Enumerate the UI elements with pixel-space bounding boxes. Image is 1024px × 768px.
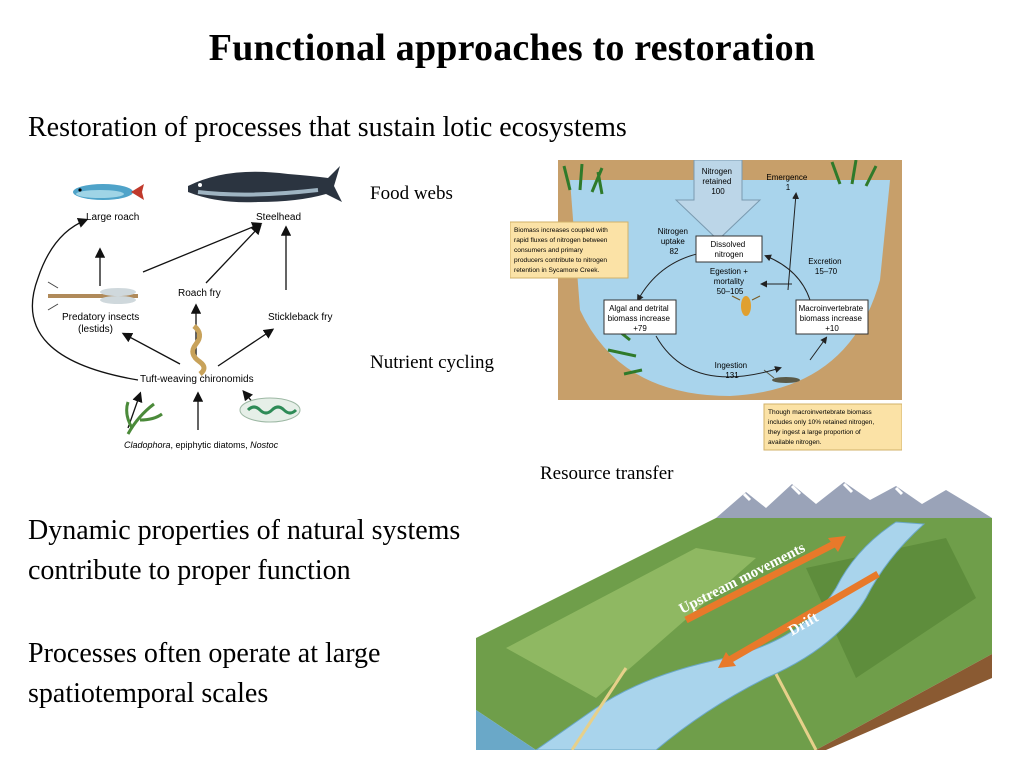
algal-biomass-box xyxy=(603,299,677,335)
invertebrate-icon xyxy=(731,295,800,383)
resource-transfer-label: Resource transfer xyxy=(540,463,674,484)
macro-label-2: biomass increase xyxy=(800,314,863,323)
svg-text:Cladophora, epiphytic diatoms,: Cladophora, epiphytic diatoms, Nostoc xyxy=(124,440,279,450)
steelhead-fish-icon xyxy=(188,166,342,203)
roach-fry-label: Roach fry xyxy=(178,288,221,299)
macro-label-1: Macroinvertebrate xyxy=(799,304,864,313)
note-right-1: Though macroinvertebrate biomass xyxy=(768,409,872,416)
emergence-label-2: 1 xyxy=(786,183,791,192)
svg-text:Though macroinvertebrate bioma: Though macroinvertebrate biomass include… xyxy=(768,409,876,446)
algal-label-2: biomass increase xyxy=(608,314,671,323)
chironomids-label: Tuft-weaving chironomids xyxy=(140,374,254,385)
nutrient-cycling-label: Nutrient cycling xyxy=(370,352,494,373)
upstream-movements-arrow-icon xyxy=(684,536,846,624)
svg-text:Excretion 15–70: Excretion 15–70 xyxy=(808,257,844,276)
algal-label-1: Algal and detrital xyxy=(609,304,669,313)
dissolved-label-2: nitrogen xyxy=(715,250,744,259)
macro-label-3: +10 xyxy=(825,324,839,333)
uptake-label-1: Nitrogen xyxy=(658,227,688,236)
pointer-line-right xyxy=(774,673,818,750)
note-box-right xyxy=(763,403,902,451)
egestion-label-2: mortality xyxy=(714,277,744,286)
note-right-2: includes only 10% retained nitrogen, xyxy=(768,419,874,426)
svg-text:Nitrogen uptake 82: Nitrogen uptake 82 xyxy=(658,227,690,256)
note-left-5: retention in Sycamore Creek. xyxy=(514,267,600,274)
algal-label-3: +79 xyxy=(633,324,647,333)
uptake-label-2: uptake xyxy=(661,237,686,246)
stickleback-fry-label: Stickleback fry xyxy=(268,312,332,323)
chironomid-larva-icon xyxy=(190,324,207,376)
water-basin xyxy=(570,180,890,396)
bullet-restoration-processes: Restoration of processes that sustain lo… xyxy=(28,112,627,143)
predatory-insects-label: Predatory insects xyxy=(62,312,139,323)
bullet-processes-scale-line1: Processes often operate at large xyxy=(28,638,381,669)
nitrogen-cycling-diagram: Nitrogen retained 100 Emergence 1 Nitrog… xyxy=(510,160,902,451)
producers-label-diatoms: , epiphytic diatoms, xyxy=(171,440,251,450)
egestion-label-3: 50–105 xyxy=(717,287,744,296)
drift-arrow-icon xyxy=(718,570,880,668)
large-roach-fish-icon xyxy=(73,184,144,200)
svg-text:Nitrogen retained 100: Nitrogen retained 100 xyxy=(702,167,734,196)
note-left-2: rapid fluxes of nitrogen between xyxy=(514,237,608,244)
pointer-line-left xyxy=(570,667,628,750)
food-web-diagram: Large roach Steelhead Predatory insects … xyxy=(31,166,342,450)
note-left-1: Biomass increases coupled with xyxy=(514,227,608,234)
svg-text:Algal and detrital biomass: Algal and detrital biomass increase +79 xyxy=(608,304,672,333)
svg-text:Egestion + mortality 5: Egestion + mortality 50–105 xyxy=(710,267,750,296)
egestion-label-1: Egestion + xyxy=(710,267,748,276)
svg-text:Ingestion 131: Ingestion 131 xyxy=(715,361,750,380)
note-left-3: consumers and primary xyxy=(514,247,584,254)
svg-text:Biomass increases coupled with: Biomass increases coupled with rapid flu… xyxy=(514,227,610,274)
soil-profile xyxy=(816,654,992,750)
ingestion-label-2: 131 xyxy=(725,371,739,380)
note-right-3: they ingest a large proportion of xyxy=(768,429,861,436)
dissolved-label-1: Dissolved xyxy=(711,240,746,249)
note-left-4: producers contribute to nitrogen xyxy=(514,257,607,264)
retained-label-3: 100 xyxy=(711,187,725,196)
steelhead-label: Steelhead xyxy=(256,212,301,223)
svg-text:Dissolved nitrogen: Dissolved nitrogen xyxy=(711,240,748,259)
note-right-4: available nitrogen. xyxy=(768,439,822,446)
dissolved-nitrogen-box xyxy=(695,235,763,263)
nostoc-colony-icon xyxy=(239,397,301,423)
excretion-label-1: Excretion xyxy=(808,257,841,266)
macroinvertebrate-biomass-box xyxy=(795,299,869,335)
river-landscape-illustration: Upstream movements Drift xyxy=(476,482,992,750)
retained-label-2: retained xyxy=(702,177,731,186)
food-webs-label: Food webs xyxy=(370,183,453,204)
svg-text:Emergence 1: Emergence 1 xyxy=(766,173,809,192)
retained-label-1: Nitrogen xyxy=(702,167,732,176)
cladophora-algae-icon xyxy=(125,401,163,435)
predatory-insect-icon xyxy=(47,281,138,311)
svg-text:Macroinvertebrate biomass: Macroinvertebrate biomass increase +10 xyxy=(799,304,866,333)
bullet-dynamic-properties-line1: Dynamic properties of natural systems xyxy=(28,515,461,546)
producers-label-cladophora: Cladophora xyxy=(124,440,171,450)
nitrogen-retained-arrow xyxy=(674,160,762,241)
ingestion-label-1: Ingestion xyxy=(715,361,747,370)
bullet-dynamic-properties-line2: contribute to proper function xyxy=(28,555,351,586)
excretion-label-2: 15–70 xyxy=(815,267,838,276)
large-roach-label: Large roach xyxy=(86,212,139,223)
slide-title: Functional approaches to restoration xyxy=(208,27,816,69)
emergence-label-1: Emergence xyxy=(766,173,807,182)
note-box-left xyxy=(510,221,629,279)
river-channel xyxy=(535,521,926,750)
bullet-processes-scale-line2: spatiotemporal scales xyxy=(28,678,269,709)
predatory-insects-sublabel: (lestids) xyxy=(78,324,113,335)
uptake-label-3: 82 xyxy=(670,247,679,256)
producers-label-nostoc: Nostoc xyxy=(250,440,279,450)
